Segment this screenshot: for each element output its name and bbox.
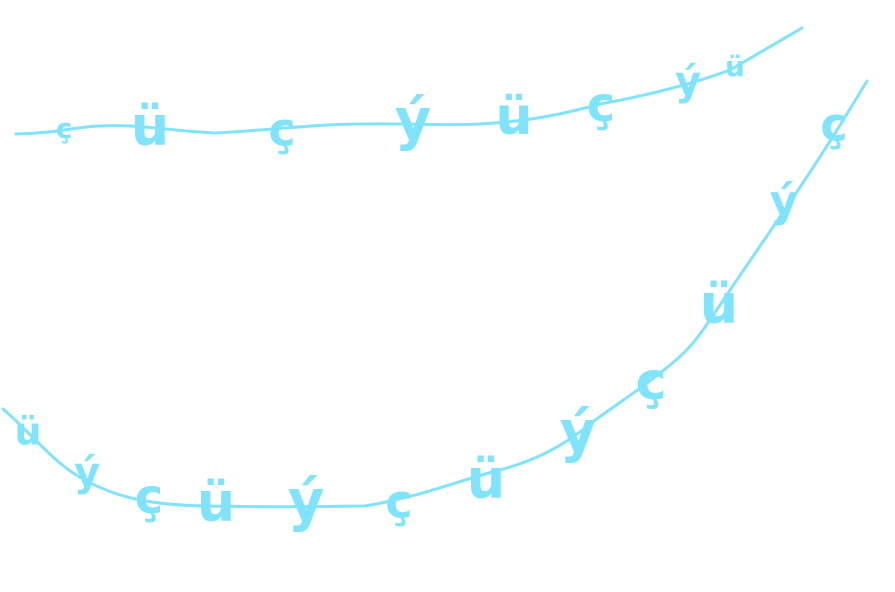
letter: ü bbox=[467, 448, 505, 511]
letter: ý bbox=[675, 59, 701, 105]
letter: ý bbox=[560, 400, 597, 465]
letter: ý bbox=[288, 469, 325, 534]
letter: ç bbox=[135, 469, 163, 525]
letter: ü bbox=[495, 87, 532, 147]
letter: ü bbox=[197, 471, 235, 534]
letter: ý bbox=[770, 176, 799, 227]
letter: ç bbox=[636, 352, 667, 412]
letter: ü bbox=[14, 410, 41, 454]
lower-curve-letters: ü ý ç ü ý ç ü ý ç ü ý ç bbox=[14, 98, 847, 535]
letter: ç bbox=[587, 77, 615, 133]
letter: ü bbox=[700, 273, 738, 336]
lower-curve-line bbox=[1, 79, 869, 509]
letter: ý bbox=[395, 88, 432, 153]
letter: ç bbox=[268, 103, 295, 157]
letter: ç bbox=[385, 475, 412, 529]
upper-curve-letters: ç ü ç ý ü ç ý ü bbox=[56, 50, 745, 158]
letter: ü bbox=[131, 95, 169, 158]
letter: ý bbox=[74, 450, 100, 496]
upper-curve-line bbox=[14, 26, 804, 136]
letter: ü bbox=[725, 50, 745, 83]
letter: ç bbox=[56, 112, 73, 145]
letter: ç bbox=[820, 98, 847, 152]
